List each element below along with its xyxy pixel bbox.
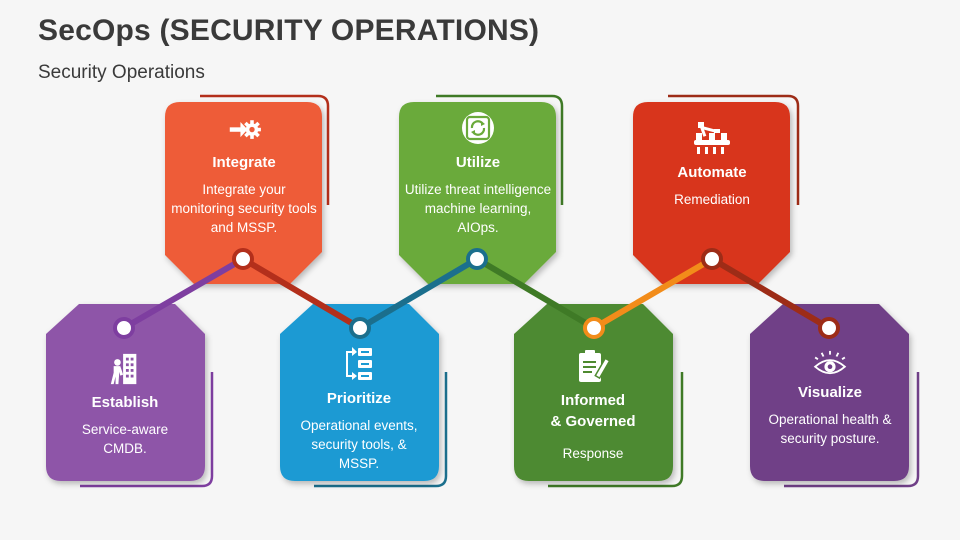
arrow-gear-icon [229,120,261,139]
establish-title: Establish [91,394,159,411]
automate-card [633,102,790,284]
informed-desc: Response [562,446,624,461]
clipboard-pen-icon [579,350,611,382]
building-worker-icon [110,353,137,385]
connector-informed-automate [591,256,715,331]
integrate-card [165,102,322,284]
informed-title: Informed & Governed [550,390,635,432]
connector-prioritize-utilize [357,256,480,331]
prioritize-card [280,304,439,481]
informed-title-line2: & Governed [550,413,636,430]
prioritize-desc: Operational events, security tools, & MS… [300,418,418,471]
automate-desc: Remediation [674,192,750,207]
integrate-content: Integrate Integrate your monitoring secu… [170,114,318,237]
flow-blocks-icon [346,347,372,380]
automate-title: Automate [677,164,747,181]
prioritize-title: Prioritize [326,390,392,407]
visualize-card [750,304,909,481]
prioritize-accent-line [314,372,448,488]
visualize-content: Visualize Operational health & security … [754,350,906,448]
connector-establish-integrate [121,256,246,331]
informed-card [514,304,673,481]
utilize-content: Utilize Utilize threat intelligence mach… [404,110,552,237]
establish-accent-line [80,372,214,488]
visualize-accent-line [784,372,920,488]
connector-integrate-prioritize [240,256,363,331]
page-title: SecOps (SECURITY OPERATIONS) [38,14,540,47]
robotic-arm-conveyor-icon [694,122,730,154]
refresh-cycle-icon [462,112,494,144]
automate-content: Automate Remediation [638,120,786,209]
integrate-title: Integrate [212,154,276,171]
node-prioritize [349,317,371,339]
visualize-title: Visualize [798,384,862,401]
establish-desc: Service-aware CMDB. [81,422,169,456]
integrate-desc: Integrate your monitoring security tools… [171,182,317,235]
connector-utilize-informed [474,256,597,331]
node-utilize [466,248,488,270]
informed-accent-line [548,372,684,488]
establish-content: Establish Service-aware CMDB. [50,352,200,458]
visualize-desc: Operational health & security posture. [768,412,892,446]
integrate-accent-line [200,94,330,205]
node-automate [701,248,723,270]
connector-automate-visualize [709,256,832,331]
prioritize-content: Prioritize Operational events, security … [284,346,434,473]
utilize-accent-line [436,94,564,205]
establish-card [46,304,205,481]
utilize-card [399,102,556,284]
node-visualize [818,317,840,339]
node-establish [113,317,135,339]
page-subtitle: Security Operations [38,62,205,83]
informed-content: Informed & Governed Response [518,348,668,463]
automate-accent-line [668,94,800,205]
informed-title-line1: Informed [560,392,626,409]
utilize-title: Utilize [455,154,501,171]
node-informed [583,317,605,339]
eye-icon [813,350,847,375]
utilize-desc: Utilize threat intelligence machine lear… [404,182,552,235]
node-integrate [232,248,254,270]
